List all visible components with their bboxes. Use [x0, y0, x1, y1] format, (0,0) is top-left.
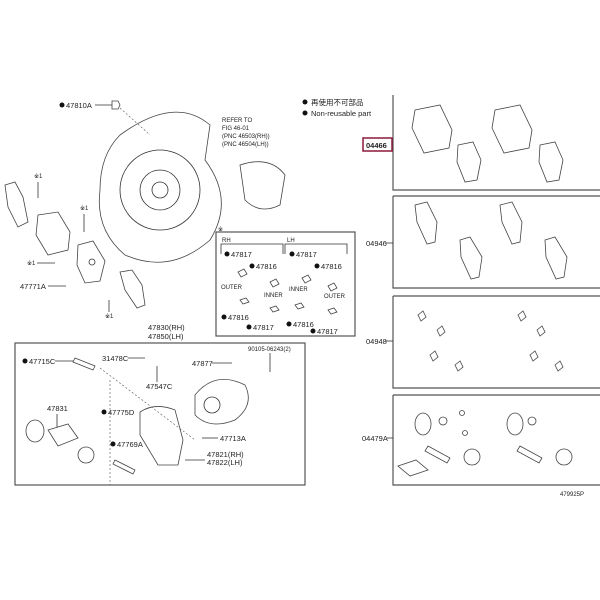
figure-id: 479925P — [560, 492, 584, 498]
kit-04946[interactable]: 04946 — [366, 239, 387, 248]
legend-en: Non-reusable part — [311, 109, 372, 118]
brake-pad — [76, 240, 106, 284]
callout-47816[interactable]: 47816 — [293, 320, 314, 329]
callout-47850[interactable]: 47850(LH) — [148, 332, 184, 341]
shim-kit-illustration — [414, 201, 568, 280]
svg-text:OUTER: OUTER — [221, 285, 243, 291]
callout-47810A[interactable]: 47810A — [66, 101, 92, 110]
callout-47816[interactable]: 47816 — [228, 313, 249, 322]
kit-04948[interactable]: 04948 — [366, 337, 387, 346]
svg-text:(PNC 46503(RH)): (PNC 46503(RH)) — [222, 134, 270, 140]
dust-shield — [98, 111, 286, 263]
nonreusable-dot-icon — [59, 102, 65, 108]
callout-47715C[interactable]: 47715C — [29, 357, 56, 366]
mark-1: ※1 — [34, 173, 43, 180]
callout-47816[interactable]: 47816 — [321, 262, 342, 271]
svg-text:INNER: INNER — [289, 287, 308, 293]
refer-note[interactable]: REFER TO FIG 46-01 (PNC 46503(RH)) (PNC … — [222, 118, 270, 148]
callout-47817[interactable]: 47817 — [231, 250, 252, 259]
callout-47713A[interactable]: 47713A — [220, 434, 246, 443]
svg-text:※: ※ — [218, 226, 223, 233]
clip-detail-box — [215, 231, 356, 337]
piston — [47, 423, 79, 447]
callout-31478C[interactable]: 31478C — [102, 354, 129, 363]
legend-dot-icon — [302, 110, 308, 116]
mark-1: ※1 — [80, 205, 89, 212]
mark-1: ※1 — [105, 313, 114, 320]
piston-seal — [25, 419, 45, 443]
parking-brake-assy — [239, 161, 286, 210]
pad-kit-illustration — [411, 104, 564, 183]
callout-47817[interactable]: 47817 — [317, 327, 338, 336]
mounting-bracket — [139, 406, 184, 466]
callout-47817[interactable]: 47817 — [253, 323, 274, 332]
legend-jp: 再使用不可部品 — [311, 97, 364, 107]
caliper-body — [194, 378, 249, 425]
svg-text:INNER: INNER — [264, 293, 283, 299]
callout-47817[interactable]: 47817 — [296, 250, 317, 259]
slide-bolt — [72, 357, 96, 371]
clip-kit-illustration — [417, 310, 564, 372]
highlight-box — [362, 137, 393, 152]
kit-panels — [392, 95, 600, 486]
kit-04479A[interactable]: 04479A — [362, 434, 388, 443]
callout-47831[interactable]: 47831 — [47, 404, 68, 413]
callout-47547C[interactable]: 47547C — [146, 382, 173, 391]
pad-shim — [4, 181, 29, 228]
callout-47816[interactable]: 47816 — [256, 262, 277, 271]
callout-47771A[interactable]: 47771A — [20, 282, 46, 291]
kit-04466[interactable]: 04466 — [366, 141, 387, 150]
legend-dot-icon — [302, 99, 308, 105]
svg-text:OUTER: OUTER — [324, 294, 346, 300]
callout-47877[interactable]: 47877 — [192, 359, 213, 368]
callout-47775D[interactable]: 47775D — [108, 408, 135, 417]
label-lh: LH — [287, 238, 295, 244]
callout-47822[interactable]: 47822(LH) — [207, 458, 243, 467]
slide-pin — [112, 459, 136, 475]
pad-shim — [119, 269, 146, 309]
pad-clips — [237, 268, 338, 315]
brake-pad — [35, 211, 71, 256]
label-rh: RH — [222, 238, 231, 244]
callout-90105[interactable]: 90105-06243(2) — [248, 347, 291, 353]
seal-kit-illustration — [397, 410, 573, 477]
callout-47821[interactable]: 47821(RH) — [207, 450, 244, 459]
svg-text:REFER TO: REFER TO — [222, 118, 252, 124]
boot — [77, 446, 95, 464]
bolt-part — [111, 100, 121, 110]
caliper-box — [14, 342, 306, 486]
callout-47830[interactable]: 47830(RH) — [148, 323, 185, 332]
svg-text:(PNC 46504(LH)): (PNC 46504(LH)) — [222, 142, 269, 148]
grease-packet — [397, 459, 429, 477]
svg-text:FIG 46-01: FIG 46-01 — [222, 126, 250, 132]
mark-1: ※1 — [27, 260, 36, 267]
callout-47769A[interactable]: 47769A — [117, 440, 143, 449]
